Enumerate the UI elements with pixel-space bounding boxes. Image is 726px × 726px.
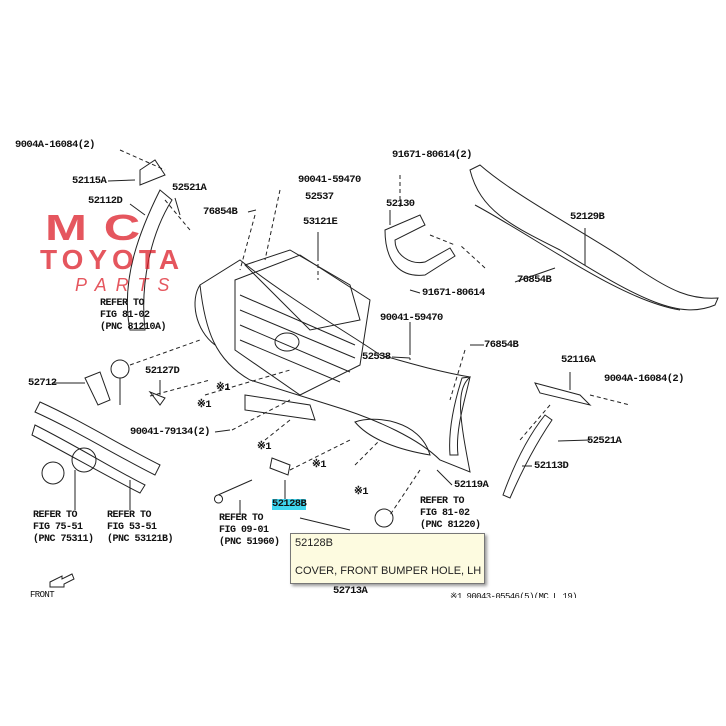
upper-grille-absorber <box>244 249 361 331</box>
note-mark: ※1 <box>257 441 272 453</box>
part-label[interactable]: 52538 <box>362 351 391 363</box>
tooltip-part-number: 52128B <box>295 537 333 549</box>
part-label[interactable]: 9004A-16084(2) <box>15 139 95 151</box>
part-label[interactable]: 76854B <box>517 274 552 286</box>
watermark-toyota: TOYOTA <box>40 244 185 275</box>
side-retainer-right <box>449 376 592 499</box>
part-label[interactable]: 52521A <box>172 182 207 194</box>
lower-spoiler-52129b <box>469 164 719 311</box>
part-label[interactable]: 90041-59470 <box>380 312 443 324</box>
note-mark: ※1 <box>312 459 327 471</box>
part-label[interactable]: 52116A <box>561 354 596 366</box>
part-label[interactable]: 90041-59470 <box>298 174 361 186</box>
front-label: FRONT <box>30 590 55 600</box>
grille <box>234 254 371 421</box>
grille-assembly-lower-left <box>31 401 161 494</box>
part-label[interactable]: 52119A <box>454 479 489 491</box>
part-label[interactable]: 52712 <box>28 377 57 389</box>
tooltip-description: COVER, FRONT BUMPER HOLE, LH <box>295 565 482 577</box>
reinforcement-52130 <box>384 214 456 276</box>
part-label[interactable]: 52537 <box>305 191 334 203</box>
footnote: ※1 90043-05546(5)(MC L 19) <box>450 592 577 598</box>
part-label[interactable]: 52521A <box>587 435 622 447</box>
small-parts <box>148 390 351 531</box>
fog-bezel-right <box>354 418 431 456</box>
side-support-left <box>126 159 173 331</box>
part-label[interactable]: 52113D <box>534 460 569 472</box>
part-tooltip: 52128B COVER, FRONT BUMPER HOLE, LH <box>290 533 485 584</box>
part-label[interactable]: 52130 <box>386 198 415 210</box>
leader-lines <box>52 179 591 515</box>
part-label[interactable]: 76854B <box>484 339 519 351</box>
part-label[interactable]: 76854B <box>203 206 238 218</box>
part-label[interactable]: 9004A-16084(2) <box>604 373 684 385</box>
watermark-parts: PARTS <box>75 275 179 295</box>
part-label[interactable]: 52127D <box>145 365 180 377</box>
part-label[interactable]: 91671-80614 <box>422 287 485 299</box>
note-mark: ※1 <box>197 399 212 411</box>
part-label[interactable]: 52129B <box>570 211 605 223</box>
part-label[interactable]: 52112D <box>88 195 123 207</box>
note-mark: ※1 <box>216 382 231 394</box>
front-arrow-icon <box>49 573 75 588</box>
part-label[interactable]: 52713A <box>333 585 368 597</box>
part-label[interactable]: 90041-79134(2) <box>130 426 210 438</box>
bumper-cover <box>194 259 472 473</box>
note-mark: ※1 <box>354 486 369 498</box>
part-label[interactable]: 91671-80614(2) <box>392 149 472 161</box>
part-label[interactable]: 53121E <box>303 216 338 228</box>
watermark-mc: MC <box>45 207 157 248</box>
part-label-highlighted[interactable]: 52128B <box>272 498 307 510</box>
part-label[interactable]: 52115A <box>72 175 107 187</box>
